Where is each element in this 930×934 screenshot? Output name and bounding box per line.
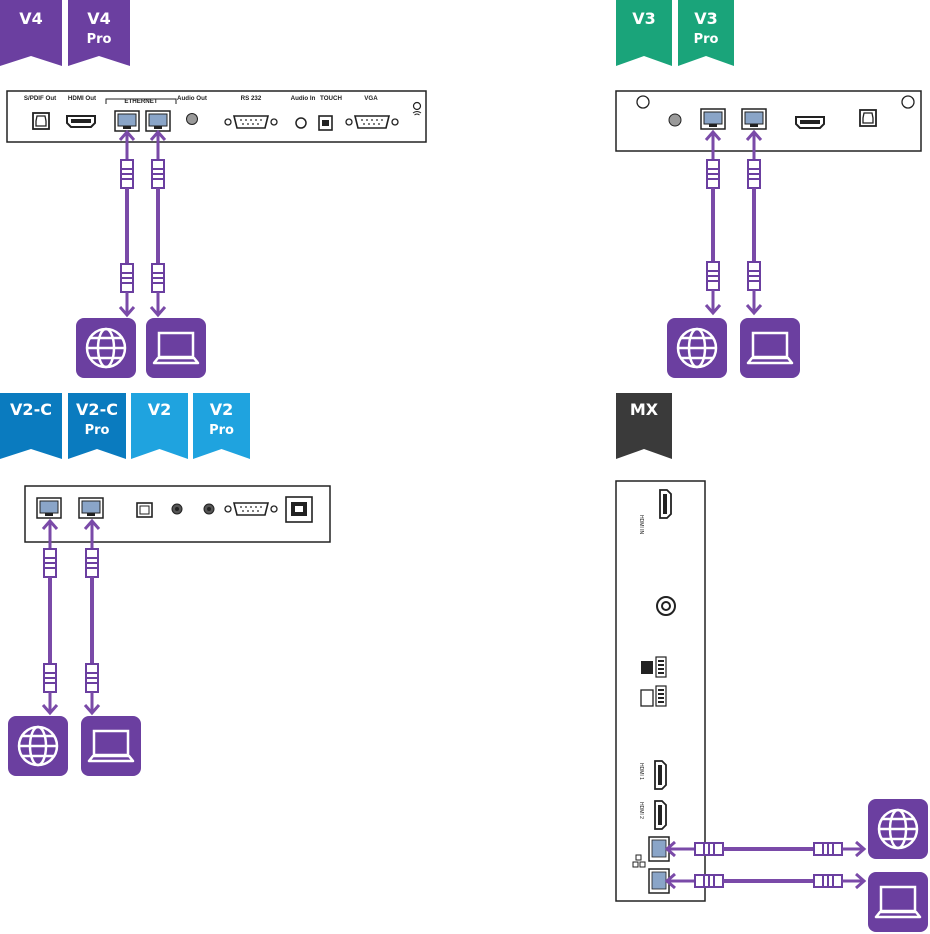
v3-connector-panel [615,90,922,152]
svg-text:S/PDIF Out: S/PDIF Out [24,95,56,102]
v4-cable-1 [118,129,136,318]
v2-badge: V2 [131,393,188,459]
screw-hole-icon [901,95,915,109]
svg-text:HDMI 2: HDMI 2 [638,802,644,819]
svg-text:Pro: Pro [87,32,112,47]
ethernet-port-icon [114,110,140,132]
audio-out-jack-icon [186,113,198,125]
hdmi-1-port-icon [654,760,667,790]
svg-text:V3: V3 [694,9,718,28]
hdmi-port-icon [795,116,825,129]
svg-text:TOUCH: TOUCH [320,95,342,102]
laptop-icon [79,714,143,778]
ethernet-port-icon [700,108,726,130]
v3-pro-badge: V3 Pro [678,0,734,66]
audio-jack-icon [668,113,682,127]
globe-icon [866,797,930,861]
globe-icon [6,714,70,778]
v2-connector-panel [24,485,331,543]
svg-text:MX: MX [630,400,659,419]
svg-text:HDMI 1: HDMI 1 [638,763,644,780]
svg-text:Pro: Pro [209,423,234,438]
ethernet-port-icon [741,108,767,130]
svg-text:HDMI Out: HDMI Out [68,95,96,102]
ethernet-port-icon [145,110,171,132]
svg-text:VGA: VGA [364,95,378,102]
v4-pro-badge: V4 Pro [68,0,130,66]
v3-cable-1 [704,129,722,316]
v2-cable-1 [41,518,59,716]
v4-connector-panel: S/PDIF Out HDMI Out ETHERNET Audio Out R… [6,90,427,143]
ethernet-port-icon [36,497,62,519]
hdmi-2-port-icon [654,800,667,830]
ethernet-port-icon [78,497,104,519]
network-icon [632,854,646,868]
svg-text:HDMI IN: HDMI IN [638,515,644,535]
svg-text:V4: V4 [87,9,111,28]
audio-in-jack-icon [295,117,307,129]
laptop-icon [866,870,930,934]
mx-cable-1 [664,840,867,858]
hdmi-in-port-icon [659,489,672,519]
svg-text:V2-C: V2-C [76,400,118,419]
v2-pro-badge: V2 Pro [193,393,250,459]
screw-hole-icon [636,95,650,109]
audio-jack-icon [656,596,676,616]
spdif-port-icon [32,112,50,130]
v4-cable-2 [149,129,167,318]
usb-port-icon [640,689,654,707]
v4-badge: V4 [0,0,62,66]
mx-connector-panel: HDMI IN HDMI 1 HDMI 2 [615,480,706,902]
v3-badge: V3 [616,0,672,66]
v2c-badge: V2-C [0,393,62,459]
mx-badge: MX [616,393,672,459]
globe-icon [74,316,138,380]
laptop-icon [738,316,802,380]
optical-port-icon [859,109,877,127]
v3-cable-2 [745,129,763,316]
hdmi-out-port-icon [66,115,96,128]
mx-cable-2 [664,872,867,890]
v2-cable-2 [83,518,101,716]
svg-text:ETHERNET: ETHERNET [124,98,158,105]
sensor-icon [412,101,422,111]
svg-text:V2: V2 [148,400,172,419]
laptop-icon [144,316,208,380]
svg-text:Audio In: Audio In [291,95,316,102]
optical-port-icon [136,502,153,518]
svg-text:Pro: Pro [694,32,719,47]
usb-port-icon [641,661,653,674]
v2c-pro-badge: V2-C Pro [68,393,126,459]
svg-text:Audio Out: Audio Out [177,95,207,102]
svg-text:Pro: Pro [85,423,110,438]
svg-text:V4: V4 [19,9,43,28]
svg-text:V3: V3 [632,9,656,28]
svg-text:V2-C: V2-C [10,400,52,419]
globe-icon [665,316,729,380]
svg-text:RS 232: RS 232 [241,95,262,102]
svg-text:V2: V2 [210,400,234,419]
